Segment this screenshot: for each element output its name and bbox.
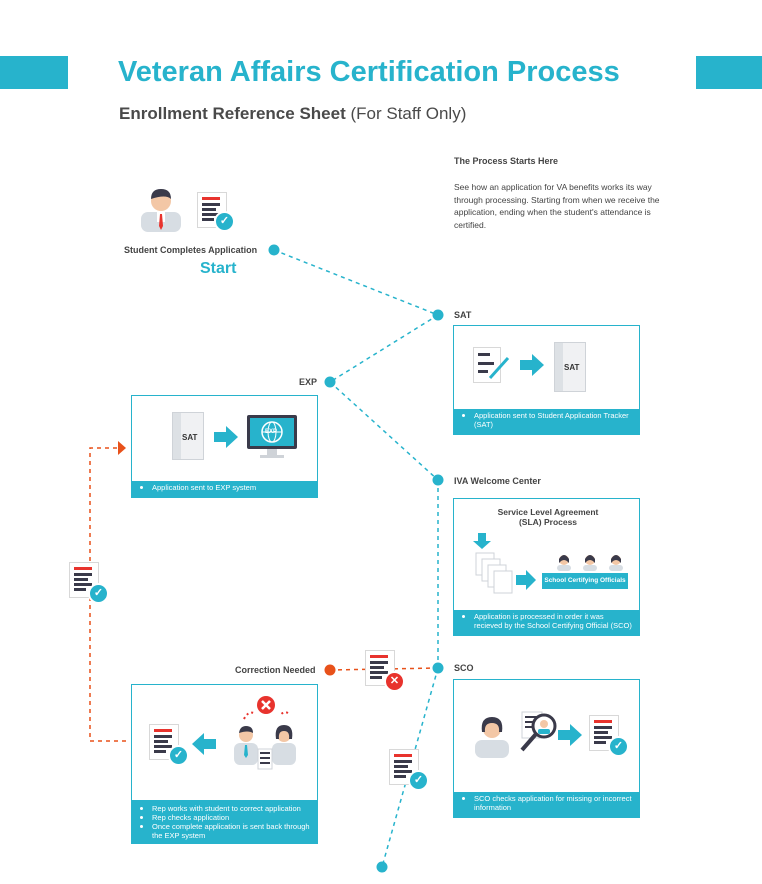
arrow-right-icon xyxy=(214,426,238,448)
sat-box: SAT Application sent to Student Applicat… xyxy=(453,325,640,435)
sat-caption-text: Application sent to Student Application … xyxy=(462,411,633,429)
document-queue-icon xyxy=(473,533,536,594)
arrow-right-icon xyxy=(558,724,582,746)
approved-form-icon: ✓ xyxy=(588,716,629,758)
sco-avatar-icon xyxy=(475,717,509,758)
page-title: Veteran Affairs Certification Process xyxy=(118,56,620,88)
page-subtitle: Enrollment Reference Sheet (For Staff On… xyxy=(119,104,466,124)
sat-caption: Application sent to Student Application … xyxy=(454,409,639,434)
correction-caption-1: Rep works with student to correct applic… xyxy=(140,804,311,813)
approved-form-icon: ✓ xyxy=(148,725,189,767)
sat-cabinet-icon: SAT xyxy=(172,412,204,460)
header-bar-left xyxy=(0,56,68,89)
correction-caption-3: Once complete application is sent back t… xyxy=(140,822,310,840)
iva-caption: Application is processed in order it was… xyxy=(454,610,639,635)
arrow-right-icon xyxy=(520,354,544,376)
sco-box: ✓ SCO checks application for missing or … xyxy=(453,679,640,818)
arrow-left-icon xyxy=(192,733,216,755)
correction-box: ✓ Rep works with student to correct appl… xyxy=(131,684,318,844)
exp-box: SAT EXP Application sent to EXP system xyxy=(131,395,318,498)
correction-caption-2: Rep checks application xyxy=(140,813,311,822)
exp-monitor-icon xyxy=(247,415,297,458)
exp-label: EXP xyxy=(299,377,318,387)
subtitle-rest: (For Staff Only) xyxy=(345,104,467,123)
sat-form-icon xyxy=(474,346,510,386)
header-bar-right xyxy=(696,56,762,89)
rejected-form-icon: ✕ xyxy=(364,651,405,693)
officials-avatars-icon xyxy=(557,555,623,571)
application-form-icon: ✓ xyxy=(194,193,235,233)
intro-heading: The Process Starts Here xyxy=(454,156,559,166)
exp-caption-text: Application sent to EXP system xyxy=(140,483,311,492)
certified-form-icon: ✓ xyxy=(388,750,429,792)
exp-sat-icon-text: SAT xyxy=(182,433,198,442)
iva-caption-text: Application is processed in order it was… xyxy=(462,612,632,630)
start-label: Start xyxy=(200,260,237,277)
sat-label: SAT xyxy=(454,310,472,320)
sat-icon-text: SAT xyxy=(564,363,580,372)
sco-label: SCO xyxy=(454,663,474,673)
iva-box: Service Level Agreement (SLA) Process Sc… xyxy=(453,498,640,636)
sat-cabinet-icon: SAT xyxy=(554,342,586,392)
correction-captions: Rep works with student to correct applic… xyxy=(132,800,317,843)
student-avatar-icon xyxy=(141,189,181,232)
sco-caption-text: SCO checks application for missing or in… xyxy=(462,794,632,812)
sla-title: Service Level Agreement (SLA) Process xyxy=(497,507,599,527)
officials-label: School Certifying Officials xyxy=(542,573,628,589)
rep-student-meeting-icon xyxy=(234,696,296,770)
subtitle-bold: Enrollment Reference Sheet xyxy=(119,104,346,123)
returned-form-icon: ✓ xyxy=(68,563,109,605)
exp-caption: Application sent to EXP system xyxy=(132,481,317,497)
intro-body: See how an application for VA benefits w… xyxy=(454,182,660,230)
magnifier-review-icon xyxy=(520,711,557,752)
sco-caption: SCO checks application for missing or in… xyxy=(454,792,639,817)
exp-icon-text: EXP xyxy=(265,429,278,435)
correction-label: Correction Needed xyxy=(235,665,316,675)
student-label: Student Completes Application xyxy=(124,245,258,255)
iva-label: IVA Welcome Center xyxy=(454,476,541,486)
